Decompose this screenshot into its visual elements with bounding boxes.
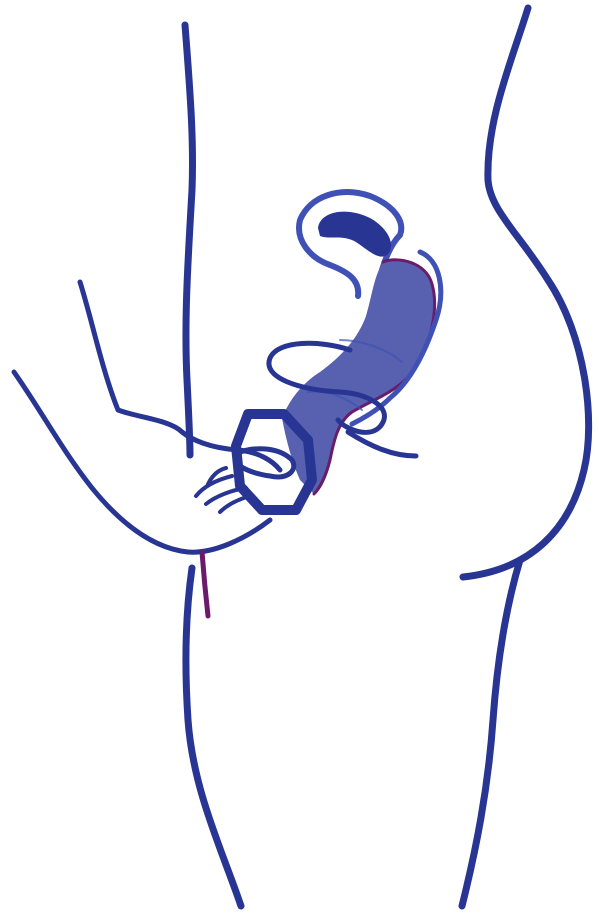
left-leg-contour [186, 568, 241, 906]
hand-outline [14, 282, 280, 552]
right-leg-contour [462, 560, 520, 906]
device-tip-curl [318, 212, 391, 257]
device-strap-tail [348, 432, 416, 456]
left-body-contour [185, 25, 193, 455]
edge-line [202, 552, 208, 616]
right-hip-contour [463, 8, 589, 577]
